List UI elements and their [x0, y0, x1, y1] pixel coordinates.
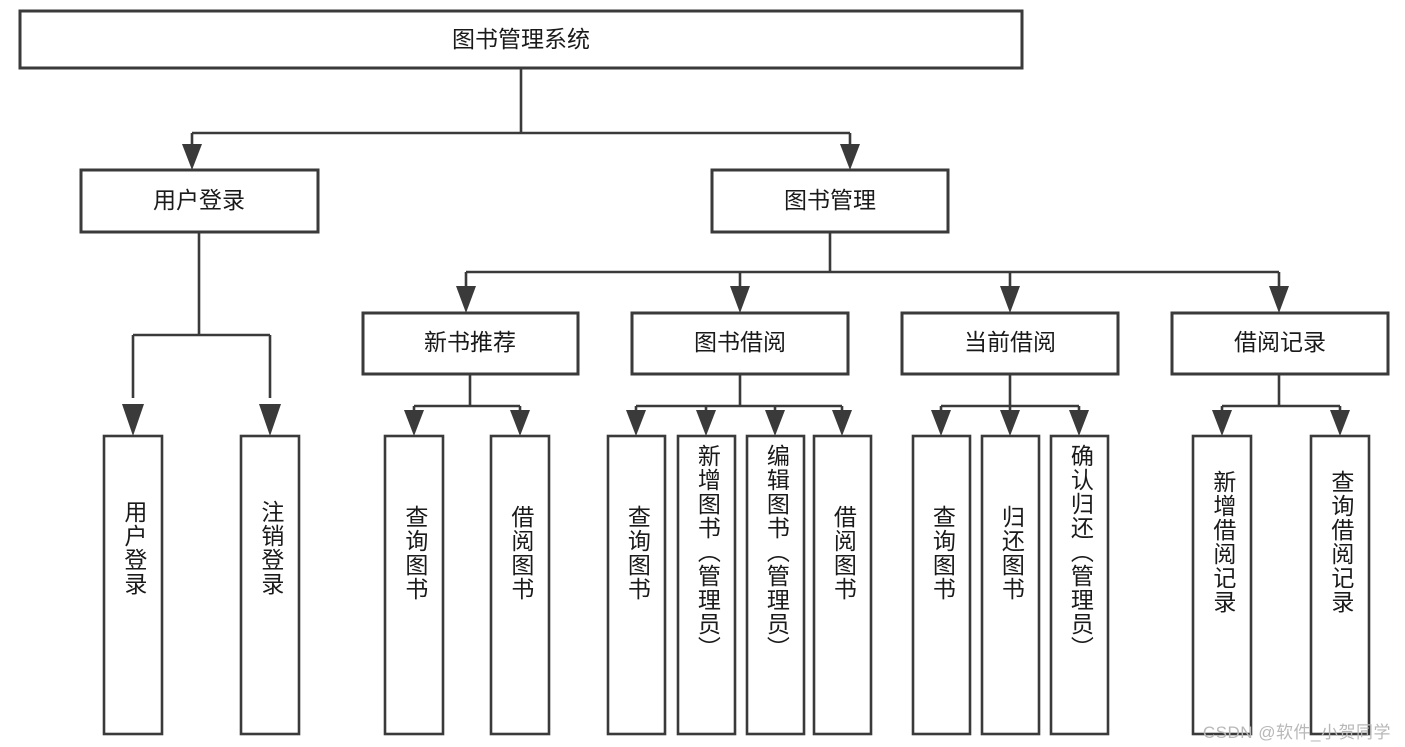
node-borrow-record-label: 借阅记录 — [1234, 329, 1326, 355]
arrow-head-icon — [626, 410, 646, 436]
leaf-box-add-record[interactable] — [1191, 434, 1253, 736]
connector-userlogin-to-leaves — [122, 232, 281, 436]
node-new-book-recommend[interactable]: 新书推荐 — [361, 311, 580, 376]
arrow-head-icon — [259, 404, 281, 436]
leaf-box-return-book[interactable] — [980, 434, 1041, 736]
node-book-management-label: 图书管理 — [784, 187, 876, 213]
arrow-head-icon — [1212, 410, 1232, 436]
arrow-head-icon — [1269, 286, 1289, 313]
node-book-borrow[interactable]: 图书借阅 — [630, 311, 850, 376]
node-borrow-record-box[interactable] — [1170, 311, 1390, 376]
node-root[interactable]: 图书管理系统 — [18, 9, 1024, 70]
arrow-head-icon — [1069, 410, 1089, 436]
leaf-box-borrow-book-2[interactable] — [812, 434, 873, 736]
arrow-head-icon — [404, 410, 424, 436]
node-book-borrow-box[interactable] — [630, 311, 850, 376]
arrow-head-icon — [931, 410, 951, 436]
leaf-box-user-login[interactable] — [102, 434, 164, 736]
leaf-box-query-record[interactable] — [1309, 434, 1371, 736]
leaf-box-query-book-1[interactable] — [383, 434, 445, 736]
leaf-box-borrow-book-1[interactable] — [489, 434, 551, 736]
arrow-head-icon — [456, 286, 476, 313]
csdn-watermark: CSDN @软件_小贺同学 — [1202, 723, 1391, 742]
connector-bookborrow-to-leaves — [626, 374, 852, 436]
connector-newbook-to-leaves — [404, 374, 530, 436]
leaf-box-query-book-3[interactable] — [911, 434, 972, 736]
node-current-borrow-box[interactable] — [900, 311, 1120, 376]
node-root-label: 图书管理系统 — [452, 26, 590, 52]
node-new-book-recommend-label: 新书推荐 — [424, 329, 516, 355]
arrow-head-icon — [765, 410, 785, 436]
arrow-head-icon — [1000, 286, 1020, 313]
connector-bookmgmt-to-level3 — [456, 232, 1289, 313]
node-root-box[interactable] — [18, 9, 1024, 70]
arrow-head-icon — [510, 410, 530, 436]
arrow-head-icon — [730, 286, 750, 313]
node-book-borrow-label: 图书借阅 — [694, 329, 786, 355]
arrow-head-icon — [182, 144, 202, 170]
node-user-login[interactable]: 用户登录 — [79, 168, 320, 234]
node-current-borrow-label: 当前借阅 — [964, 329, 1056, 355]
arrow-head-icon — [840, 144, 860, 170]
arrow-head-icon — [832, 410, 852, 436]
node-book-management-box[interactable] — [710, 168, 950, 234]
leaf-box-query-book-2[interactable] — [606, 434, 667, 736]
arrow-head-icon — [122, 404, 144, 436]
node-book-management[interactable]: 图书管理 — [710, 168, 950, 234]
arrow-head-icon — [696, 410, 716, 436]
node-new-book-recommend-box[interactable] — [361, 311, 580, 376]
arrow-head-icon — [1000, 410, 1020, 436]
node-borrow-record[interactable]: 借阅记录 — [1170, 311, 1390, 376]
node-current-borrow[interactable]: 当前借阅 — [900, 311, 1120, 376]
connector-root-to-level2 — [182, 68, 860, 170]
node-user-login-box[interactable] — [79, 168, 320, 234]
node-user-login-label: 用户登录 — [153, 187, 245, 213]
connector-currentborrow-to-leaves — [931, 374, 1089, 436]
leaf-box-confirm-return[interactable] — [1049, 434, 1110, 736]
connector-borrowrecord-to-leaves — [1212, 374, 1350, 436]
leaf-box-edit-book[interactable] — [745, 434, 806, 736]
leaf-box-logout-login[interactable] — [239, 434, 301, 736]
leaf-box-add-book[interactable] — [676, 434, 737, 736]
arrow-head-icon — [1330, 410, 1350, 436]
